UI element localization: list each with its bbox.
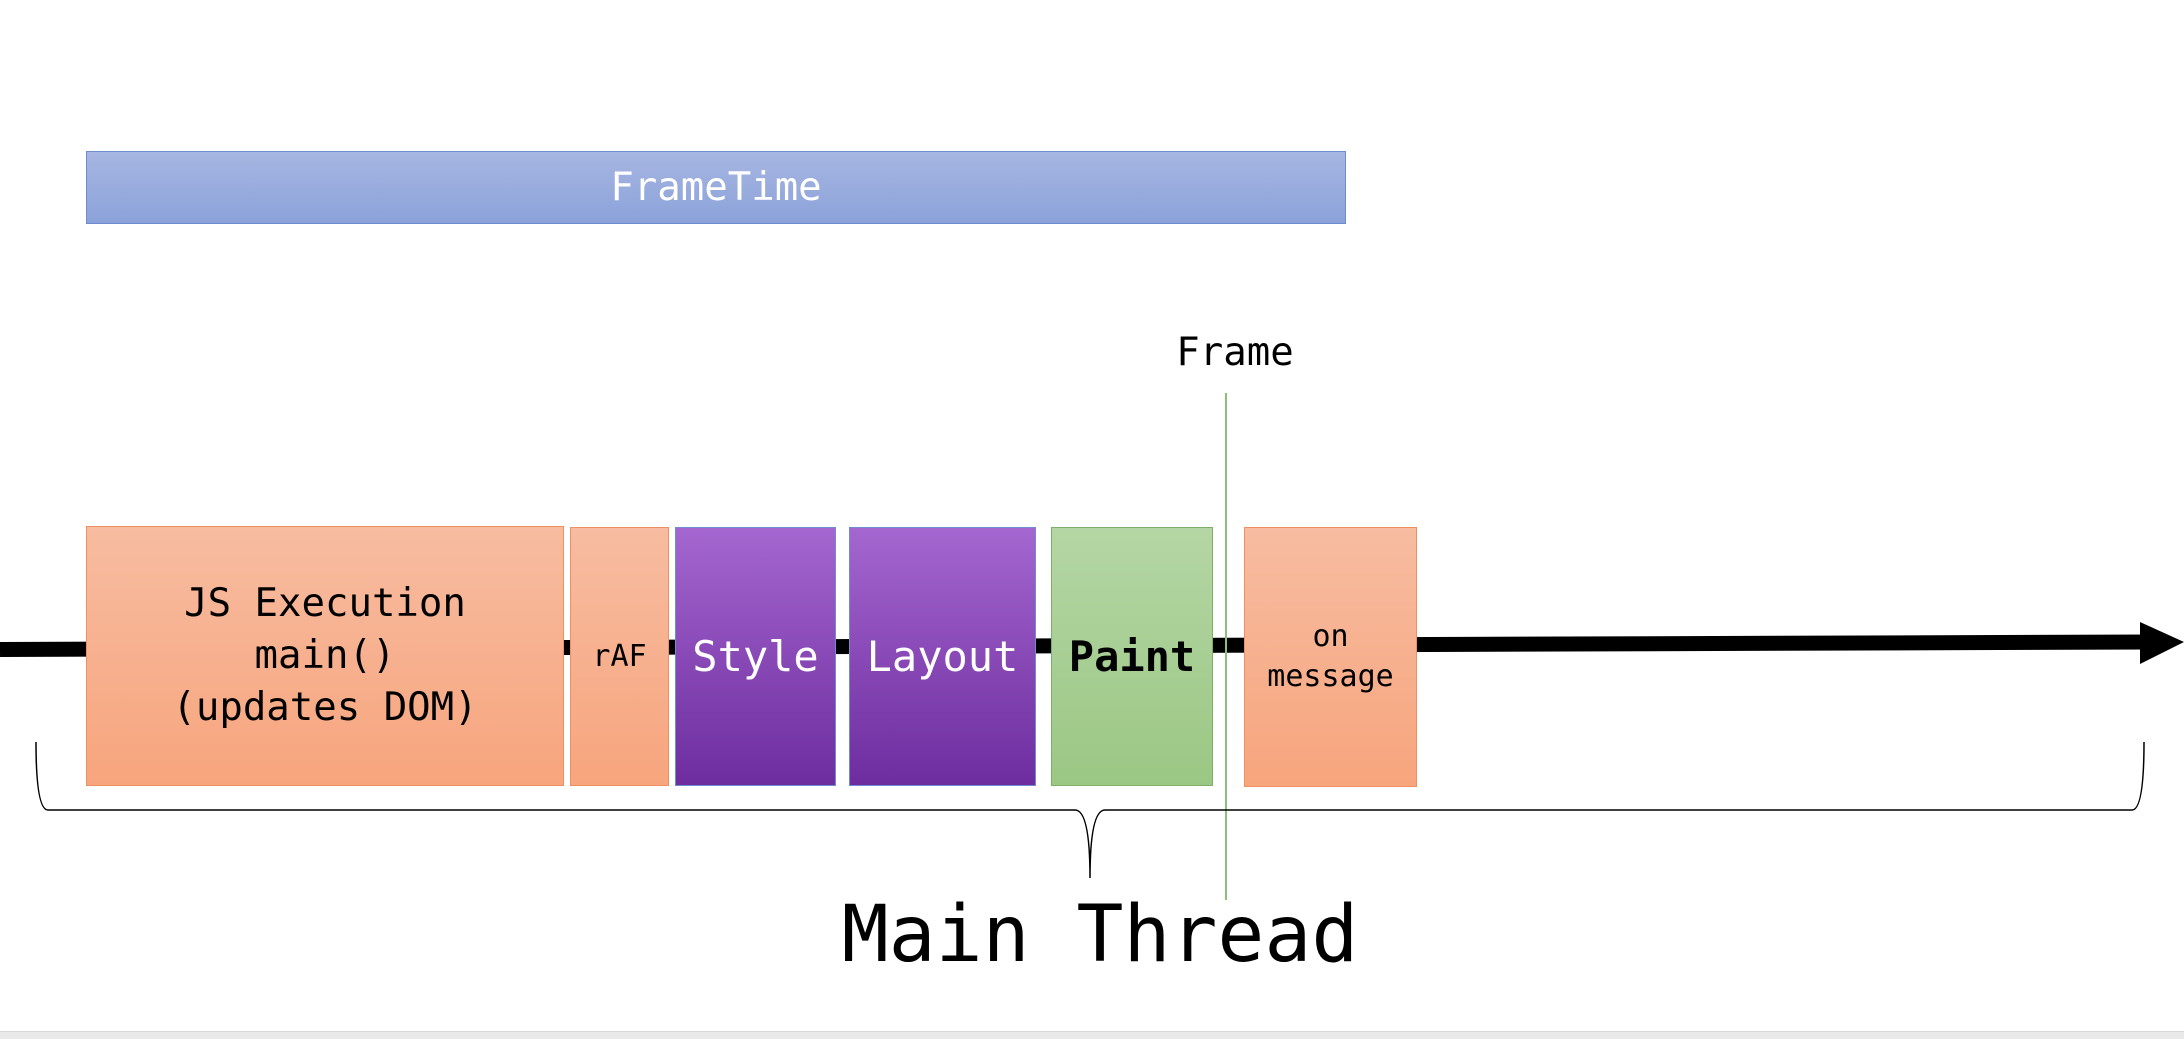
paint-block: Paint xyxy=(1051,527,1213,786)
frame-label: Frame xyxy=(1176,330,1294,375)
layout-block: Layout xyxy=(849,527,1036,786)
main-thread-brace xyxy=(35,741,2145,879)
frametime-label: FrameTime xyxy=(610,165,822,210)
timeline-arrow-head xyxy=(2140,622,2184,664)
frametime-bar: FrameTime xyxy=(86,151,1346,224)
js-execution-block: JS Execution main() (updates DOM) xyxy=(86,526,564,786)
on-message-block: on message xyxy=(1244,527,1417,787)
window-bottom-edge xyxy=(0,1031,2184,1039)
main-thread-label: Main Thread xyxy=(841,890,1359,980)
raf-block: rAF xyxy=(570,527,669,786)
style-block: Style xyxy=(675,527,836,786)
